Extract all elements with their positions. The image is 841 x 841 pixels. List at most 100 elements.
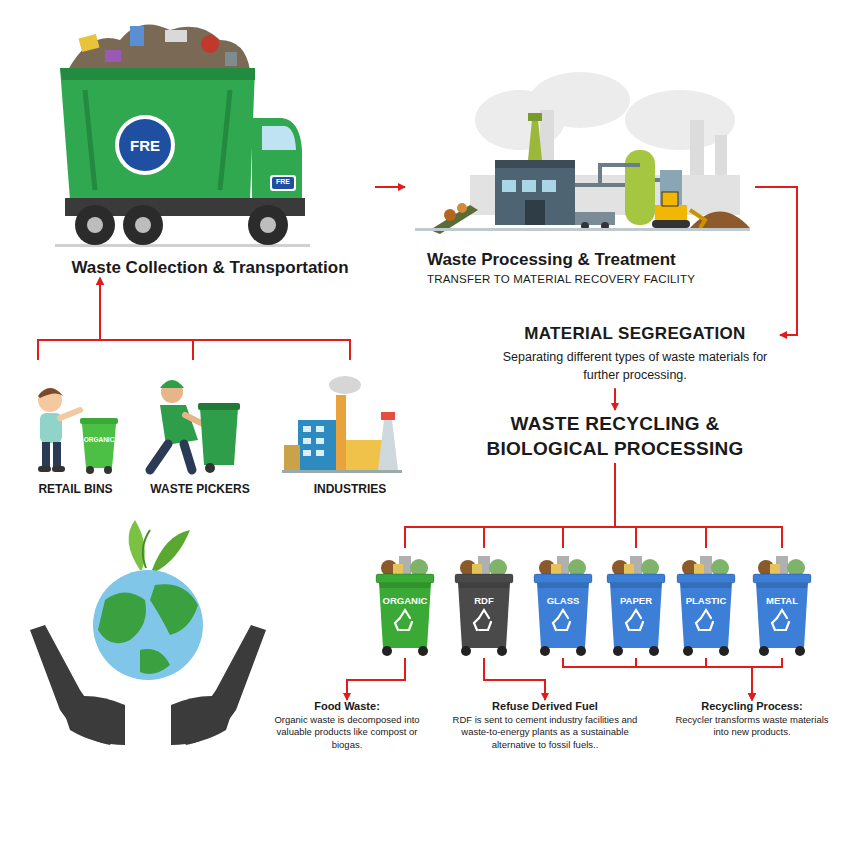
- bin-drawing: [395, 610, 412, 630]
- waste-bin: RDF: [452, 548, 516, 658]
- output-description: Food Waste: Organic waste is decomposed i…: [262, 700, 432, 751]
- source-item: RETAIL BINS: [18, 360, 133, 496]
- bin-drawing: [376, 574, 434, 583]
- bin-drawing: [553, 618, 558, 630]
- bin-drawing: [610, 583, 662, 648]
- node-title: ORGANIC: [373, 595, 437, 606]
- bin-drawing: [558, 610, 568, 618]
- flow-connector: [615, 463, 706, 548]
- node-title: Waste Collection & Transportation: [45, 258, 375, 278]
- bin-drawing: [756, 583, 808, 588]
- waste-bin: PLASTIC: [674, 548, 738, 658]
- bin-drawing: [610, 583, 662, 588]
- bin-drawing: [474, 610, 491, 630]
- waste-bin: GLASS: [531, 548, 595, 658]
- node-title: RDF: [452, 595, 516, 606]
- factory-illustration: [415, 72, 750, 234]
- bin-drawing: [795, 646, 805, 656]
- node-title: WASTE RECYCLING & BIOLOGICAL PROCESSING: [469, 412, 761, 461]
- worker-illustration: [150, 380, 240, 473]
- source-item: INDUSTRIES: [275, 360, 425, 496]
- bin-drawing: [649, 646, 659, 656]
- bin-drawing: [497, 646, 507, 656]
- node-title: MATERIAL SEGREGATION: [494, 324, 776, 344]
- node-body: Organic waste is decomposed into valuabl…: [262, 714, 432, 751]
- node-title: Food Waste:: [262, 700, 432, 712]
- bin-drawing: [458, 583, 510, 648]
- flow-connector: [615, 463, 782, 548]
- bin-drawing: [395, 618, 400, 630]
- bin-drawing: [677, 574, 735, 583]
- bin-drawing: [607, 574, 665, 583]
- bin-drawing: [400, 622, 412, 630]
- node-title: Recycling Process:: [672, 700, 832, 712]
- flow-connector: [615, 463, 636, 548]
- output-description: Refuse Derived FuelRDF is sent to cement…: [440, 700, 650, 751]
- truck-logo: FRE: [119, 137, 171, 154]
- node-body: TRANSFER TO MATERIAL RECOVERY FACILITY: [427, 273, 755, 285]
- bin-drawing: [534, 574, 592, 583]
- flow-connector: [563, 658, 752, 700]
- flow-connector: [614, 388, 616, 410]
- node-body: Recycler transforms waste materials into…: [672, 714, 832, 739]
- waste-bin: PAPER: [604, 548, 668, 658]
- flow-connector: [100, 278, 193, 360]
- child-illustration: [38, 388, 118, 474]
- flow-connector: [752, 658, 782, 700]
- bin-drawing: [701, 610, 711, 618]
- bin-drawing: [537, 583, 589, 588]
- flow-connector: [405, 463, 615, 548]
- process-step: WASTE RECYCLING & BIOLOGICAL PROCESSING: [465, 410, 765, 463]
- node-title: Waste Processing & Treatment: [427, 250, 755, 270]
- node-body: Separating different types of waste mate…: [494, 348, 776, 384]
- bin-drawing: [461, 646, 471, 656]
- stage-caption: Waste Collection & Transportation: [45, 20, 375, 278]
- output-description: Recycling Process: Recycler transforms wa…: [672, 700, 832, 739]
- bin-drawing: [756, 583, 808, 648]
- bin-drawing: [631, 622, 643, 630]
- flow-connector: [484, 658, 545, 700]
- waste-bin: ORGANIC: [373, 548, 437, 658]
- flow-connector: [38, 278, 100, 360]
- flow-connector: [755, 187, 797, 335]
- node-title: RETAIL BINS: [18, 482, 133, 496]
- node-title: WASTE PICKERS: [135, 482, 265, 496]
- flow-connector: [100, 278, 350, 360]
- bin-drawing: [576, 646, 586, 656]
- bin-drawing: [683, 646, 693, 656]
- flow-connector: [375, 186, 405, 188]
- bin-drawing: [696, 618, 701, 630]
- bin-drawing: [777, 622, 789, 630]
- bin-drawing: [613, 646, 623, 656]
- flow-connector: [706, 658, 752, 700]
- bin-drawing: [696, 610, 713, 630]
- source-item: WASTE PICKERS: [135, 360, 265, 496]
- bin-drawing: [626, 610, 643, 630]
- bin-drawing: [753, 574, 811, 583]
- node-title: INDUSTRIES: [275, 482, 425, 496]
- node-title: METAL: [750, 595, 814, 606]
- bin-drawing: [540, 646, 550, 656]
- door-logo: FRE: [272, 178, 294, 185]
- bin-drawing: [772, 618, 777, 630]
- bin-drawing: [418, 646, 428, 656]
- node-body: RDF is sent to cement industry facilitie…: [440, 714, 650, 751]
- flow-connector: [347, 658, 405, 700]
- bin-drawing: [553, 610, 570, 630]
- bin-drawing: [626, 618, 631, 630]
- flow-connector: [563, 463, 615, 548]
- bin-drawing: [479, 610, 489, 618]
- bin-drawing: [631, 610, 641, 618]
- bin-drawing: [701, 622, 713, 630]
- bin-drawing: [382, 646, 392, 656]
- bin-drawing: [400, 610, 410, 618]
- node-title: PLASTIC: [674, 595, 738, 606]
- process-step: MATERIAL SEGREGATION Separating different…: [490, 322, 780, 388]
- node-title: GLASS: [531, 595, 595, 606]
- bin-drawing: [719, 646, 729, 656]
- node-title: Refuse Derived Fuel: [440, 700, 650, 712]
- truck-illustration: [55, 24, 310, 247]
- bin-drawing: [759, 646, 769, 656]
- bin-drawing: [479, 622, 491, 630]
